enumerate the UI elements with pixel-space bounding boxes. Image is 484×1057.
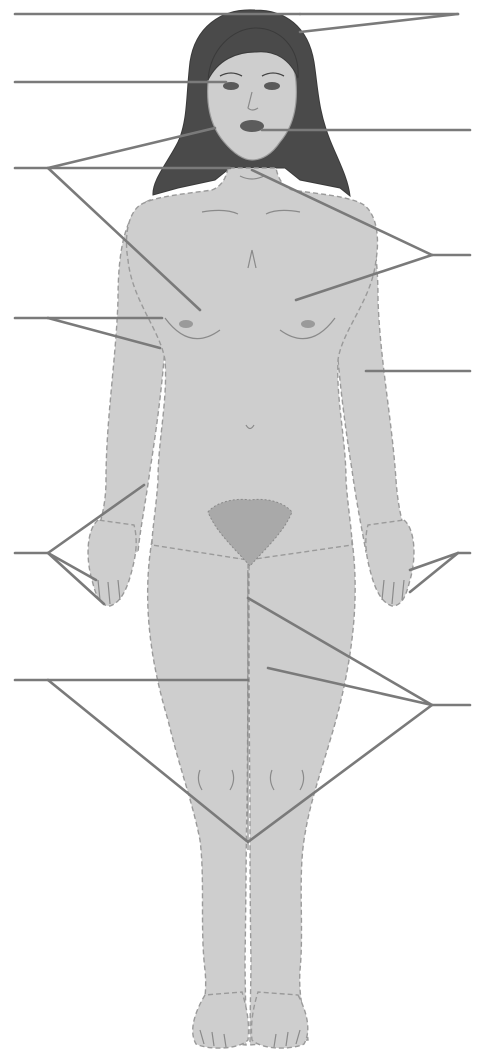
right-foot <box>251 992 307 1048</box>
left-nipple <box>179 320 193 328</box>
right-eye <box>264 82 280 90</box>
right-nipple <box>301 320 315 328</box>
left-foot <box>193 992 249 1048</box>
left-leg <box>148 540 248 1045</box>
right-leg <box>249 540 355 1045</box>
left-hand <box>88 520 136 606</box>
lips <box>240 120 264 132</box>
right-hand <box>366 520 414 606</box>
leader-line-right-hand <box>410 553 470 592</box>
